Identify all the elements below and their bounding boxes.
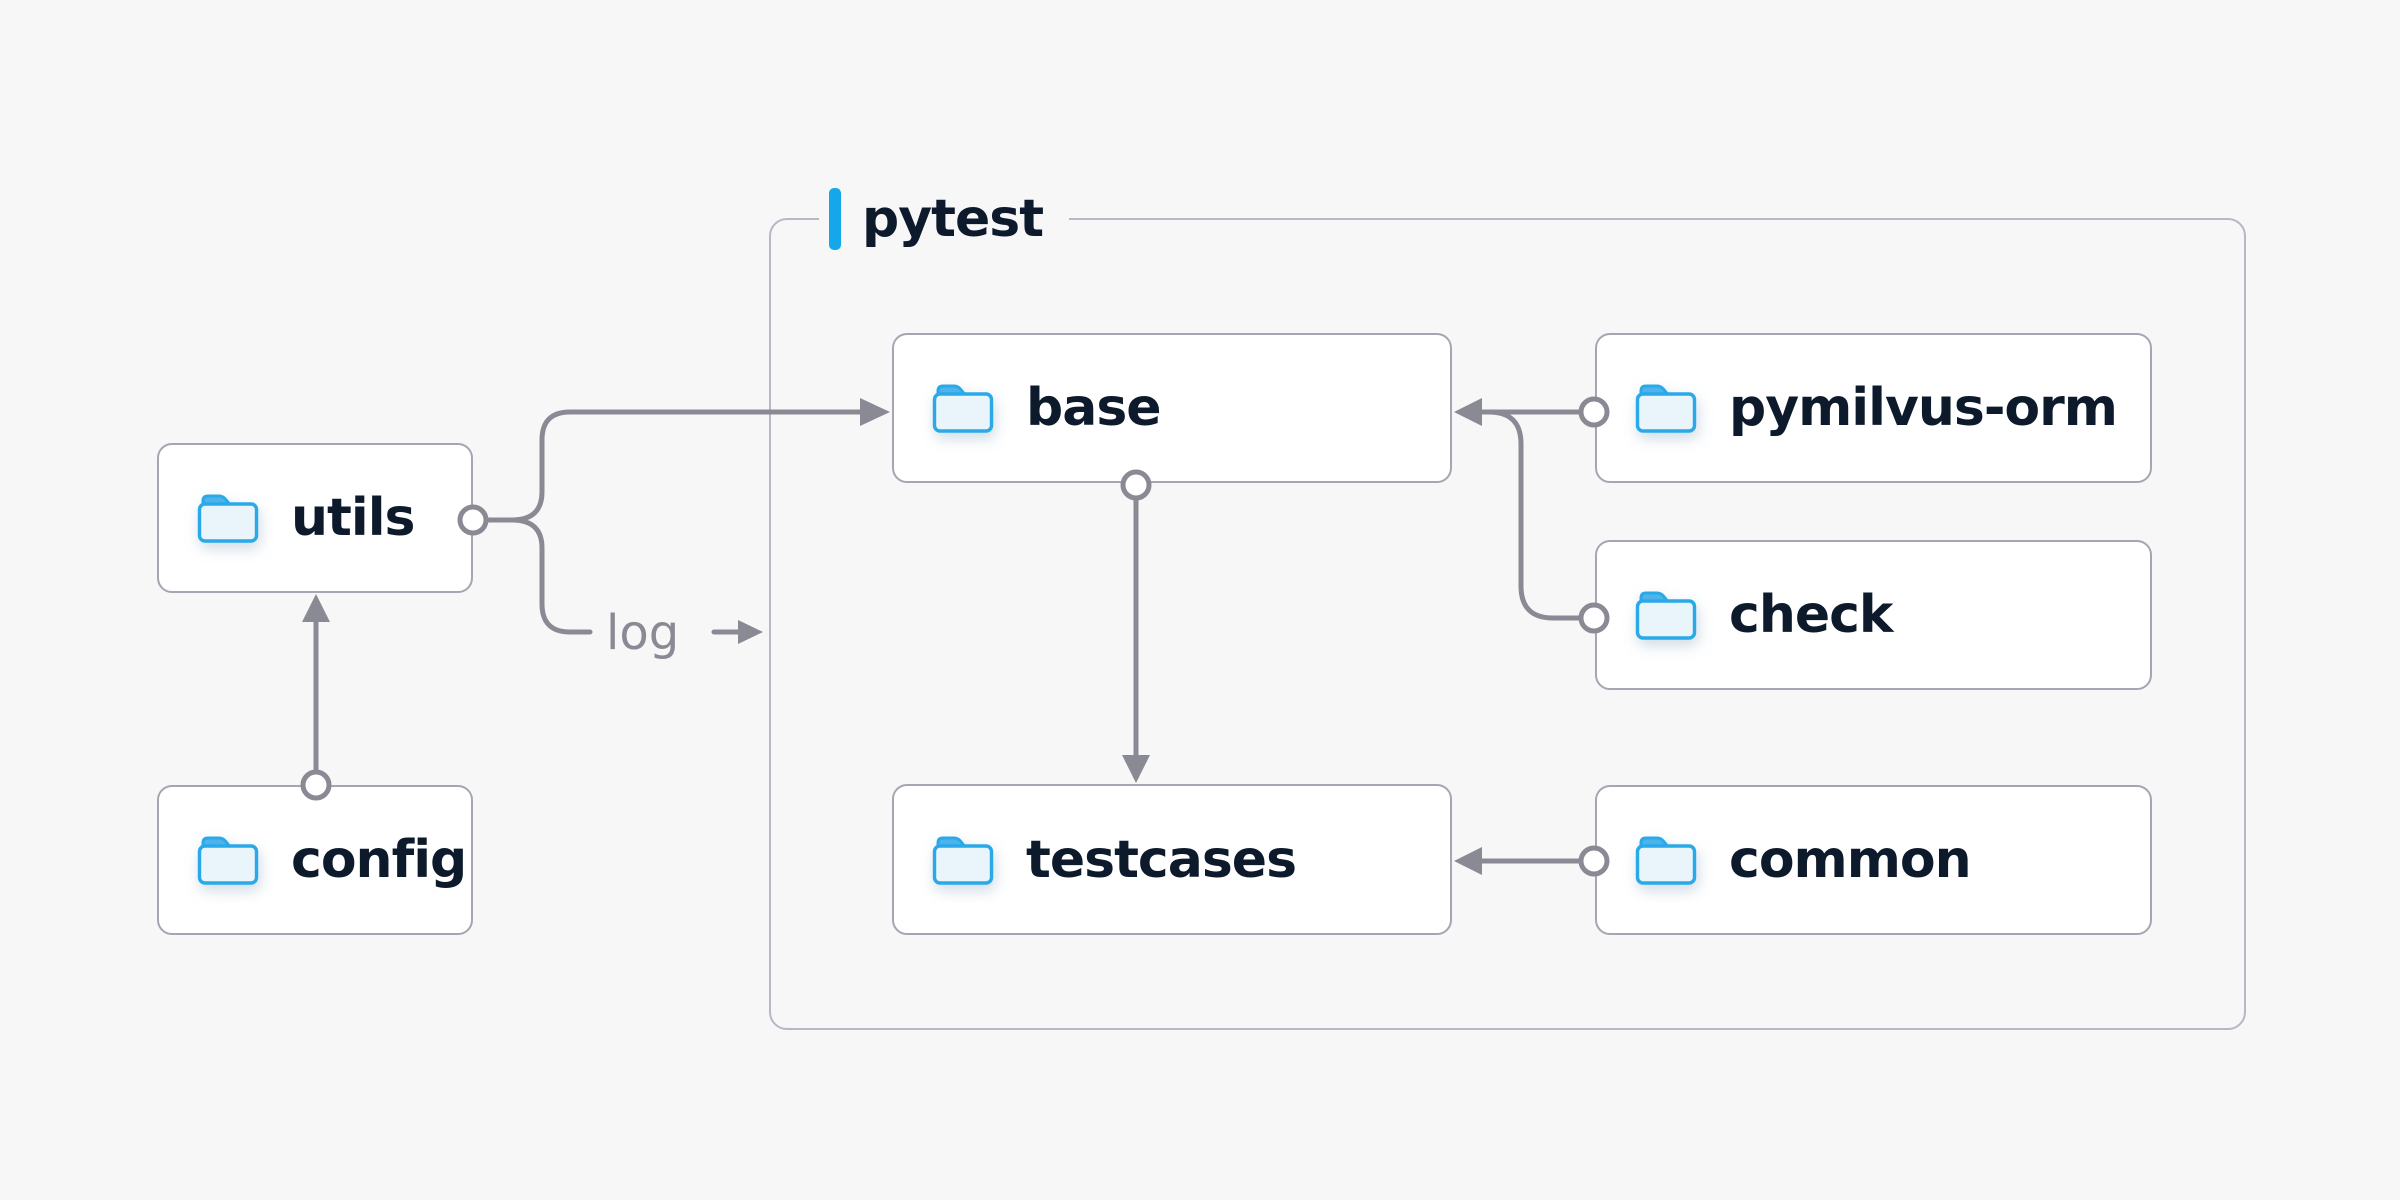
folder-icon [197,836,259,885]
pytest-group: pytest [769,187,2246,1030]
edge-label-log: log [606,605,679,661]
arrowhead-right-small [738,620,763,644]
node-pymilvus-orm: pymilvus-orm [1595,333,2152,483]
accent-bar [829,188,841,250]
node-label-base: base [1026,378,1162,438]
node-label-pymilvus-orm: pymilvus-orm [1729,378,2118,438]
pytest-group-label: pytest [819,187,1070,251]
folder-icon [197,494,259,543]
node-label-check: check [1729,585,1894,645]
edge-utils-log: log [457,504,763,661]
folder-icon [1635,836,1697,885]
node-utils: utils [157,443,473,593]
node-config: config [157,785,473,935]
edge-config-utils [300,594,332,801]
node-label-config: config [291,830,467,890]
node-check: check [1595,540,2152,690]
node-label-utils: utils [291,488,415,548]
node-label-common: common [1729,830,1972,890]
node-label-testcases: testcases [1026,829,1297,890]
folder-icon [932,384,994,433]
node-base: base [892,333,1452,483]
folder-icon [1635,591,1697,640]
folder-icon [932,836,994,885]
folder-icon [1635,384,1697,433]
group-title: pytest [862,189,1044,249]
node-common: common [1595,785,2152,935]
node-testcases: testcases [892,784,1452,935]
arrowhead-up [302,594,330,622]
